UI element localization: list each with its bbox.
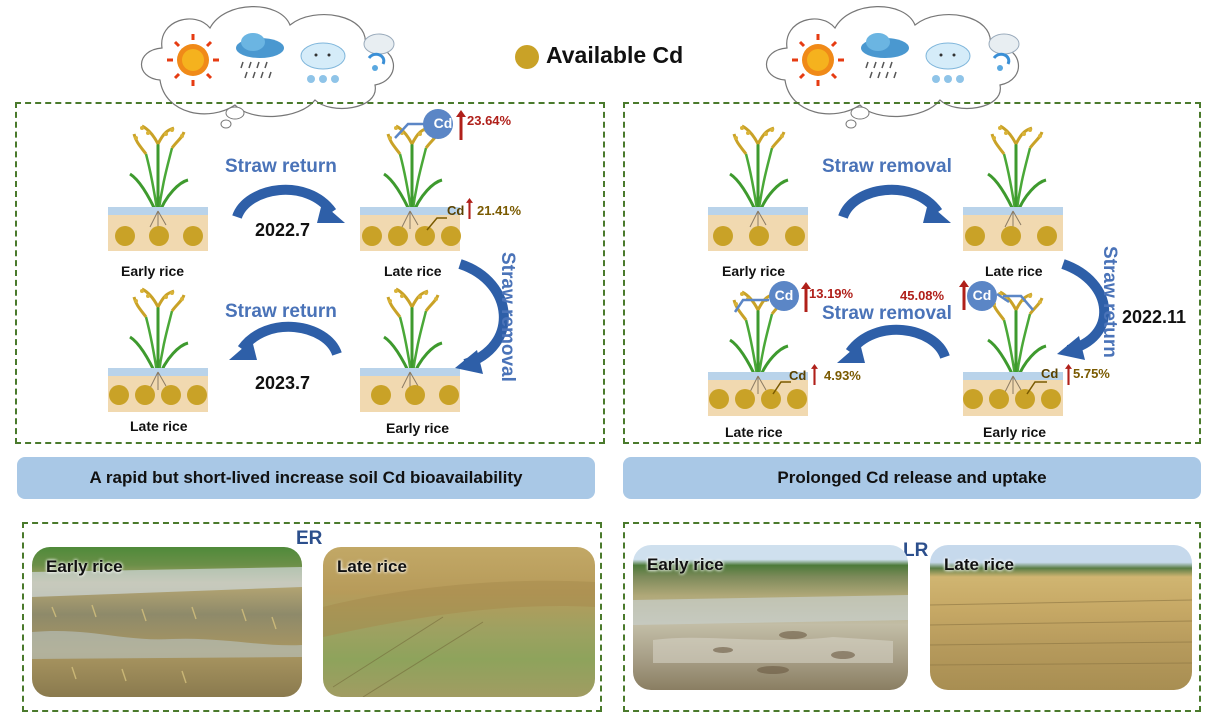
photo-label: Early rice <box>647 555 724 574</box>
right-pct-plant-bl: 13.19% <box>809 286 854 301</box>
curved-arrow-icon <box>837 330 945 363</box>
left-label-bl: Late rice <box>130 418 188 434</box>
left-flow-bottom: Straw return <box>225 301 337 322</box>
rice-plant-icon <box>986 124 1048 218</box>
curved-arrow-icon <box>455 259 509 374</box>
left-flow-side: Straw removal <box>497 252 518 382</box>
left-year-bottom: 2023.7 <box>255 373 311 393</box>
snow-cloud-icon <box>925 42 971 83</box>
available-cd-dot <box>515 45 539 69</box>
left-diagram-graphics <box>107 109 509 413</box>
rice-plant-icon <box>382 124 444 218</box>
cd-soil-bl: Cd <box>789 368 807 383</box>
right-year-side: 2022.11 <box>1122 307 1187 327</box>
photo-label: Late rice <box>944 555 1014 574</box>
right-label-tr: Late rice <box>985 263 1043 279</box>
right-pct-plant-br: 45.08% <box>900 288 945 303</box>
right-pct-soil-bl: 4.93% <box>824 368 861 383</box>
sun-icon <box>792 34 844 86</box>
right-label-br: Early rice <box>983 424 1047 440</box>
photo-early-rice-er: Early rice <box>32 547 302 697</box>
photo-late-rice-er: Late rice <box>323 547 595 697</box>
rice-plant-icon <box>986 290 1048 384</box>
left-photo-tag: ER <box>296 528 323 549</box>
right-photo-tag: LR <box>903 540 929 561</box>
right-diagram-panel <box>623 102 1201 444</box>
rice-plant-icon <box>128 124 190 218</box>
rain-cloud-icon <box>236 33 284 79</box>
right-banner: Prolonged Cd release and uptake <box>623 457 1201 499</box>
photo-early-rice-lr: Early rice <box>633 545 908 690</box>
curved-arrow-icon <box>237 190 345 223</box>
right-label-tl: Early rice <box>722 263 786 279</box>
left-pct-plant: 23.64% <box>467 113 512 128</box>
snow-cloud-icon <box>300 42 346 83</box>
left-pct-soil: 21.41% <box>477 203 522 218</box>
rice-plant-icon <box>128 287 190 381</box>
right-flow-top: Straw removal <box>822 156 952 177</box>
rain-cloud-icon <box>861 33 909 79</box>
cd-bubble: Cd <box>433 115 453 131</box>
right-pct-soil-br: 5.75% <box>1073 366 1110 381</box>
photo-label: Early rice <box>46 557 123 576</box>
left-flow-top: Straw return <box>225 156 337 177</box>
rice-plant-icon <box>728 124 790 218</box>
curved-arrow-icon <box>229 327 337 360</box>
curved-arrow-icon <box>1057 259 1110 360</box>
right-photo-panel <box>623 522 1201 712</box>
right-flow-side: Straw return <box>1099 246 1120 358</box>
cd-soil-br: Cd <box>1041 366 1059 381</box>
left-banner: A rapid but short-lived increase soil Cd… <box>17 457 595 499</box>
sun-icon <box>167 34 219 86</box>
photo-late-rice-lr: Late rice <box>930 545 1192 690</box>
weather-cloud-right <box>765 6 1020 129</box>
rice-plant-icon <box>382 287 444 381</box>
right-diagram-graphics <box>707 124 1110 417</box>
right-label-bl: Late rice <box>725 424 783 440</box>
right-flow-bottom: Straw removal <box>822 303 952 324</box>
legend-label: Available Cd <box>546 42 684 68</box>
cd-bubble-bl: Cd <box>774 287 794 303</box>
left-label-tr: Late rice <box>384 263 442 279</box>
photo-label: Late rice <box>337 557 407 576</box>
weather-cloud-left <box>140 6 395 129</box>
left-label-tl: Early rice <box>121 263 185 279</box>
curved-arrow-icon <box>843 190 951 223</box>
cd-bubble-br: Cd <box>972 287 992 303</box>
left-label-br: Early rice <box>386 420 450 436</box>
wind-snow-icon <box>988 33 1020 71</box>
left-photo-panel <box>22 522 602 712</box>
left-year-top: 2022.7 <box>255 220 311 240</box>
cd-soil-label: Cd <box>447 203 465 218</box>
wind-snow-icon <box>363 33 395 71</box>
left-diagram-panel <box>15 102 605 444</box>
